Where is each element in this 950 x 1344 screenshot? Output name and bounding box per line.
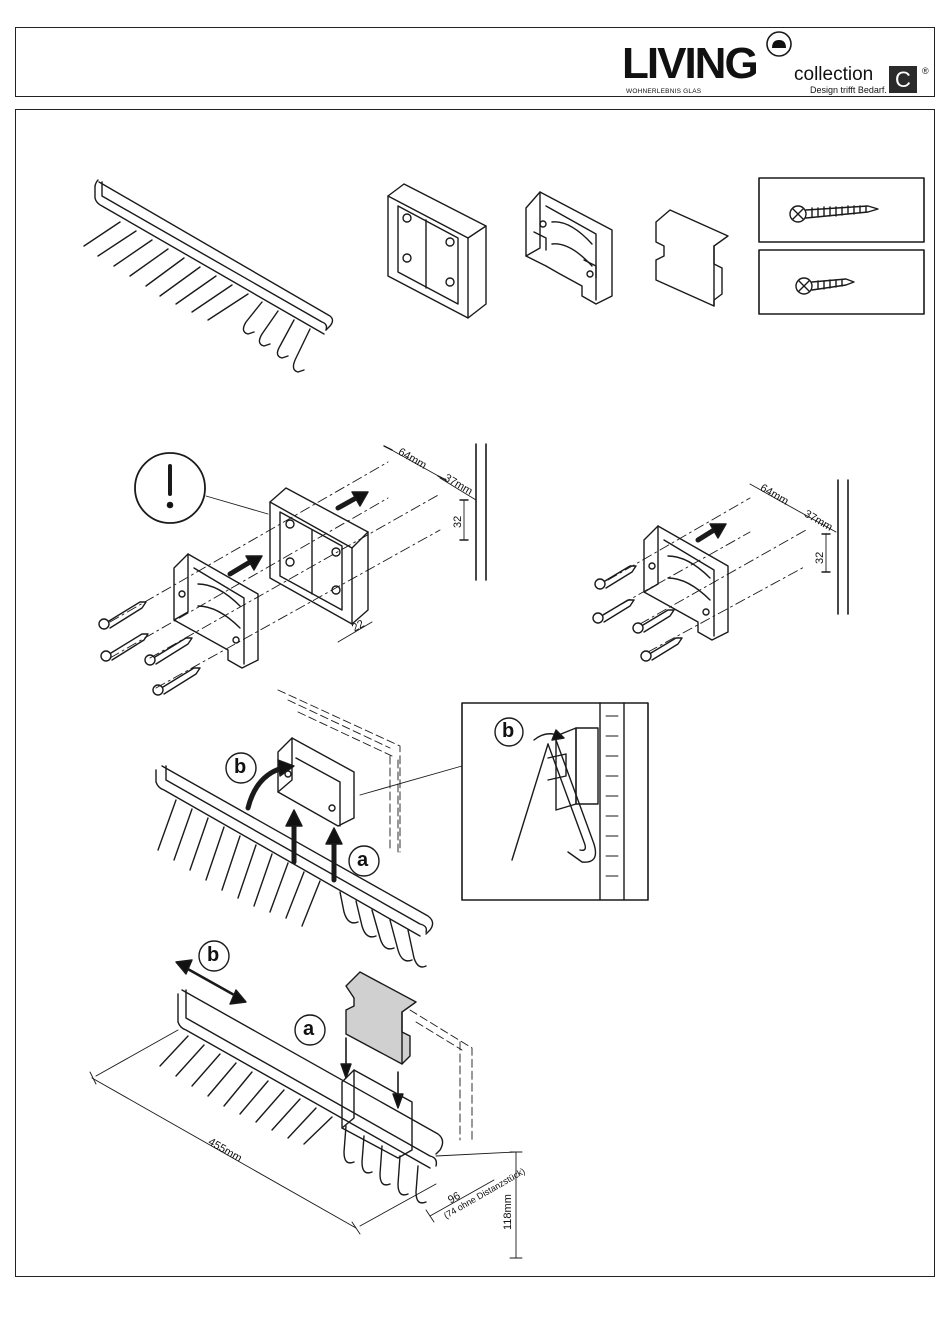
warning-circle-icon — [135, 453, 268, 523]
short-screw-box — [759, 250, 924, 314]
dash-dot-guide-lines-right — [604, 498, 806, 652]
dim-vertical-left: 32 — [452, 516, 464, 528]
mounting-arrow-right-icon — [698, 524, 726, 540]
wall-section-left — [338, 444, 486, 642]
dim-height: 118mm — [502, 1194, 514, 1230]
wood-screws-right — [593, 566, 682, 661]
step3-label-a: a — [357, 849, 368, 872]
mounting-bracket-left — [174, 554, 258, 668]
hatched-wall-lower — [410, 1010, 472, 1140]
brand-bubble-icon — [767, 32, 791, 56]
towel-rack-illustration — [84, 180, 333, 372]
mounting-bracket-right — [644, 526, 728, 640]
detail-label-b: b — [502, 720, 514, 743]
wood-screws-left — [99, 602, 200, 695]
wall-bracket-illustration — [526, 192, 612, 304]
step3-label-b: b — [234, 756, 246, 779]
step4-label-b: b — [207, 944, 219, 967]
step4-label-a: a — [303, 1018, 314, 1041]
long-screw-box — [759, 178, 924, 242]
cover-plate-insert — [346, 972, 416, 1064]
dimension-lines-lower — [90, 1030, 522, 1258]
wall-section-right — [750, 480, 848, 614]
dim-vertical-right: 32 — [814, 552, 826, 564]
cover-plate-illustration — [656, 210, 728, 306]
mounted-bracket-assembly — [278, 738, 354, 826]
mounting-spacer-block — [270, 488, 368, 624]
spacer-block-illustration — [388, 184, 486, 318]
mounting-arrow-icon — [230, 492, 368, 574]
hanging-rack-illustration — [156, 766, 433, 967]
